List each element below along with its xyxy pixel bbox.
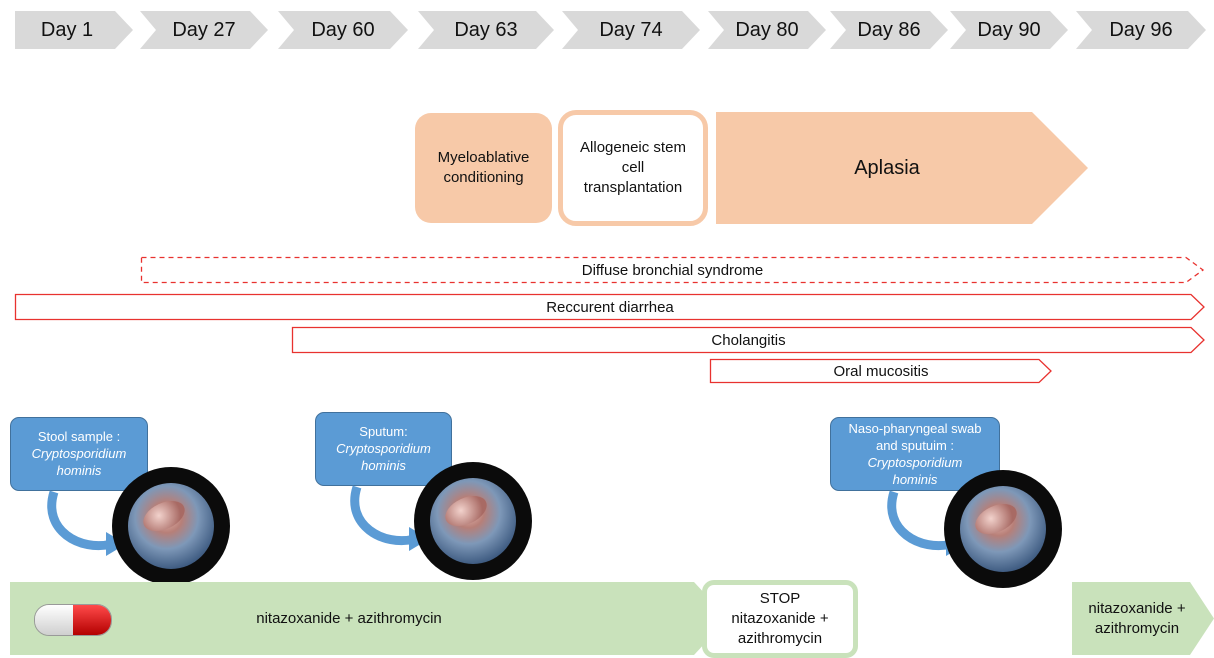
resume-drug-2: azithromycin <box>1094 619 1180 637</box>
day-label-27: Day 27 <box>140 11 268 49</box>
day-label-1: Day 1 <box>15 11 133 49</box>
day-label-60: Day 60 <box>278 11 408 49</box>
treatment-1-label: nitazoxanide + azithromycin <box>256 609 442 627</box>
treatment-arrow-2: nitazoxanide + azithromycin <box>1072 582 1214 655</box>
nasopharyngeal-organism-species: hominis <box>892 472 938 487</box>
cholangitis-bar: Cholangitis <box>291 326 1205 354</box>
mucositis-bar-outline <box>709 358 1052 384</box>
stool-organism-genus: Cryptosporidium <box>31 446 127 461</box>
sputum-organism-species: hominis <box>361 458 406 473</box>
stool-sample-label: Stool sample : <box>37 429 121 444</box>
transplant-label: Allogeneic stem cell transplantation <box>580 139 686 196</box>
mucositis-bar: Oral mucositis <box>709 358 1052 384</box>
transplant-box: Allogeneic stem cell transplantation <box>558 110 708 226</box>
mucositis-label: Oral mucositis <box>833 362 929 380</box>
day-label-90: Day 90 <box>950 11 1068 49</box>
diarrhea-bar: Reccurent diarrhea <box>14 293 1205 321</box>
diarrhea-bar-outline <box>14 293 1205 321</box>
stop-drug-1: nitazoxanide + <box>731 610 829 627</box>
stop-drug-2: azithromycin <box>737 630 823 647</box>
day-label-86: Day 86 <box>830 11 948 49</box>
sputum-callout: Sputum: Cryptosporidium hominis <box>315 412 452 486</box>
treatment-arrow-1: nitazoxanide + azithromycin <box>10 582 728 655</box>
day-label-63: Day 63 <box>418 11 554 49</box>
bronchial-syndrome-bar: Diffuse bronchial syndrome <box>140 256 1205 284</box>
cryptosporidium-micrograph-2 <box>414 462 532 580</box>
conditioning-box: Myeloablative conditioning <box>415 113 552 223</box>
nasopharyngeal-organism-genus: Cryptosporidium <box>867 455 963 470</box>
bronchial-bar-outline <box>140 256 1205 284</box>
diarrhea-label: Reccurent diarrhea <box>546 298 674 316</box>
day-label-80: Day 80 <box>708 11 826 49</box>
stop-label: STOP <box>759 590 801 607</box>
nasopharyngeal-label-1: Naso-pharyngeal swab <box>848 421 982 436</box>
day-label-96: Day 96 <box>1076 11 1206 49</box>
stool-organism-species: hominis <box>56 463 102 478</box>
cryptosporidium-micrograph-3 <box>944 470 1062 588</box>
stop-treatment-box: STOP nitazoxanide + azithromycin <box>702 580 858 658</box>
bronchial-label: Diffuse bronchial syndrome <box>581 261 764 279</box>
nasopharyngeal-label-2: and sputuim : <box>875 438 955 453</box>
resume-drug-1: nitazoxanide + <box>1088 599 1186 617</box>
day-label-74: Day 74 <box>562 11 700 49</box>
stool-sample-callout: Stool sample : Cryptosporidium hominis <box>10 417 148 491</box>
cholangitis-label: Cholangitis <box>711 331 786 349</box>
cholangitis-bar-outline <box>291 326 1205 354</box>
aplasia-arrow: Aplasia <box>716 112 1088 224</box>
sputum-organism-genus: Cryptosporidium <box>336 441 431 456</box>
pill-icon <box>34 604 112 636</box>
conditioning-label: Myeloablative conditioning <box>437 149 530 186</box>
cryptosporidium-micrograph-1 <box>112 467 230 585</box>
aplasia-label: Aplasia <box>854 157 920 179</box>
sputum-label: Sputum: <box>359 424 408 439</box>
